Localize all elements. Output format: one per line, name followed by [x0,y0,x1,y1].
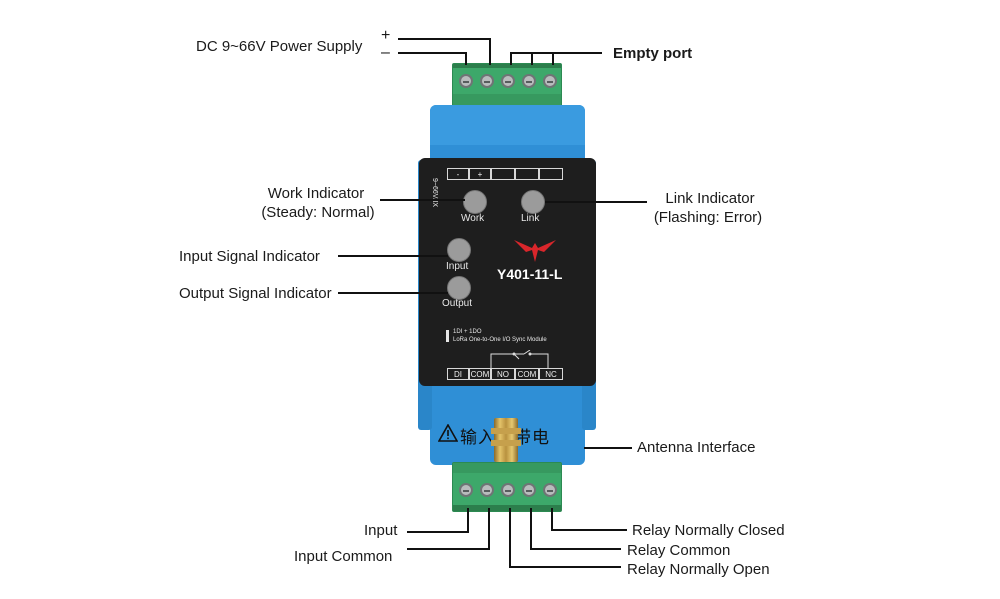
warning-triangle-icon [438,424,458,442]
panel-terminal-empty [515,168,539,180]
panel-terminal-di: DI [447,368,469,380]
terminal-screw [522,483,536,497]
output-signal-indicator-label: Output Signal Indicator [179,285,332,302]
work-indicator-note: (Steady: Normal) [261,204,375,221]
module-desc-line2: LoRa One-to-One I/O Sync Module [453,337,547,343]
work-led-label: Work [461,213,485,224]
panel-terminal-plus: + [469,168,491,180]
link-indicator-label: Link Indicator [665,190,755,207]
panel-terminal-com: COM [469,368,491,380]
front-panel [419,158,596,386]
input-led [447,238,471,262]
panel-terminal-com: COM [515,368,539,380]
panel-terminal-empty [539,168,563,180]
input-signal-indicator-label: Input Signal Indicator [179,248,320,265]
terminal-screw [459,483,473,497]
terminal-screw [459,74,473,88]
bottom-terminal-block [452,462,562,512]
terminal-screw [501,483,515,497]
brand-logo-icon [514,240,556,262]
panel-terminal-empty [491,168,515,180]
input-led-label: Input [446,261,469,272]
work-led [463,190,487,214]
antenna-interface-label: Antenna Interface [637,439,756,456]
relay-symbol-icon [490,350,549,368]
relay-normally-closed-label: Relay Normally Closed [632,522,785,539]
power-supply-label: DC 9~66V Power Supply [196,38,363,55]
panel-terminal-no: NO [491,368,515,380]
terminal-screw [501,74,515,88]
panel-terminal-minus: - [447,168,469,180]
terminal-screw [480,483,494,497]
minus-sign: – [381,44,390,61]
empty-port-label: Empty port [613,45,693,62]
output-led-label: Output [442,298,473,309]
relay-normally-open-label: Relay Normally Open [627,561,770,578]
work-indicator-label: Work Indicator [267,185,365,202]
top-terminal-block [452,63,562,107]
panel-terminal-nc: NC [539,368,563,380]
terminal-screw [522,74,536,88]
link-led [521,190,545,214]
terminal-screw [543,74,557,88]
link-indicator-note: (Flashing: Error) [653,209,763,226]
plus-sign: + [381,27,391,44]
voltage-side-label: 9~66V/IX [431,178,438,207]
relay-common-label: Relay Common [627,542,731,559]
terminal-screw [543,483,557,497]
terminal-screw [480,74,494,88]
model-number: Y401-11-L [497,266,563,282]
input-label: Input [364,522,398,539]
input-common-label: Input Common [294,548,393,565]
output-led [447,276,471,300]
link-led-label: Link [521,213,540,224]
module-desc-line1: 1DI + 1DO [453,329,482,335]
